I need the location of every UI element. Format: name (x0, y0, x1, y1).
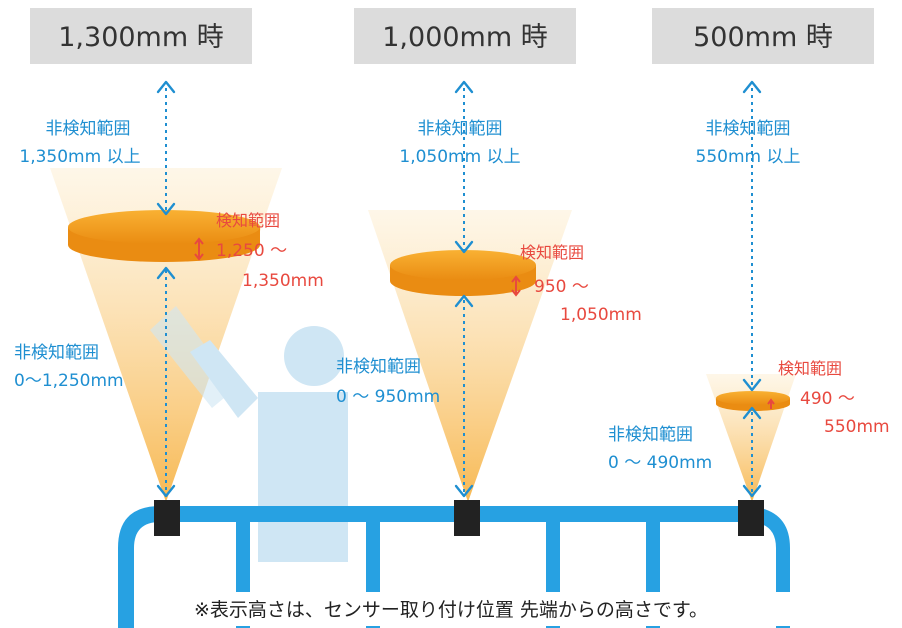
panel-2-sensor-icon (454, 500, 480, 536)
panel-1-header: 1,300mm 時 (30, 8, 252, 64)
dotted-arrow-icon (742, 406, 762, 420)
panel-2-detect-range-1: 950 ～ (534, 277, 589, 297)
panel-3-lower-label: 非検知範囲 (608, 425, 693, 445)
panel-1-upper-label: 非検知範囲 (46, 119, 131, 139)
panel-3-upper-label: 非検知範囲 (706, 119, 791, 139)
panel-1-title: 1,300mm 時 (58, 22, 223, 53)
panel-3-detect-label: 検知範囲 (778, 359, 842, 378)
dotted-arrow-icon (454, 294, 474, 308)
dotted-arrow-icon (742, 484, 762, 498)
panel-3-thickness-icon (767, 398, 775, 409)
panel-1-detect-range-1: 1,250 ～ (216, 241, 287, 261)
panel-2-detect-label: 検知範囲 (520, 243, 584, 262)
footnote: ※表示高さは、センサー取り付け位置 先端からの高さです。 (194, 599, 708, 621)
arrowheads (156, 80, 762, 498)
panel-1-detect-label: 検知範囲 (216, 211, 280, 230)
panel-2-lower-label: 非検知範囲 (336, 357, 421, 377)
dotted-arrow-icon (156, 484, 176, 498)
dotted-arrow-icon (156, 266, 176, 280)
panel-2-upper-range: 1,050mm 以上 (399, 147, 520, 167)
panel-2-lower-range: 0 ～ 950mm (336, 387, 440, 407)
panel-1-sensor-icon (154, 500, 180, 536)
panel-1-header-bg (30, 8, 252, 64)
panel-1-upper-range: 1,350mm 以上 (19, 147, 140, 167)
dotted-arrow-icon (742, 378, 762, 392)
panel-2-thickness-icon (511, 275, 521, 297)
panel-2-header: 1,000mm 時 (354, 8, 576, 64)
dotted-arrow-icon (742, 80, 762, 94)
panel-2-detection-disc (390, 250, 536, 296)
dotted-arrow-icon (156, 80, 176, 94)
panel-1-detection-disc (68, 210, 260, 262)
panel-3-detect-range-2: 550mm (824, 417, 890, 437)
dotted-arrow-icon (156, 202, 176, 216)
detection-thickness-markers (194, 237, 775, 409)
panel-1-lower-label: 非検知範囲 (14, 343, 99, 363)
dotted-arrow-icon (454, 80, 474, 94)
panel-3-title: 500mm 時 (693, 22, 833, 53)
panel-3-header: 500mm 時 (652, 8, 874, 64)
panel-1-detect-range-2: 1,350mm (242, 271, 324, 291)
footnote-bg (140, 592, 800, 626)
panel-2-title: 1,000mm 時 (382, 22, 547, 53)
panel-2-header-bg (354, 8, 576, 64)
panel-3-lower-range: 0 ～ 490mm (608, 453, 712, 473)
panel-3-detect-range-1: 490 ～ (800, 389, 855, 409)
panel-1-thickness-icon (194, 237, 204, 261)
panel-3-sensor-icon (738, 500, 764, 536)
panel-3-upper-range: 550mm 以上 (696, 147, 801, 167)
panel-3-header-bg (652, 8, 874, 64)
dotted-arrow-icon (454, 240, 474, 254)
panel-1-lower-range: 0～1,250mm (14, 371, 124, 391)
panel-2-detect-range-2: 1,050mm (560, 305, 642, 325)
panel-2-upper-label: 非検知範囲 (418, 119, 503, 139)
dotted-arrow-icon (454, 484, 474, 498)
